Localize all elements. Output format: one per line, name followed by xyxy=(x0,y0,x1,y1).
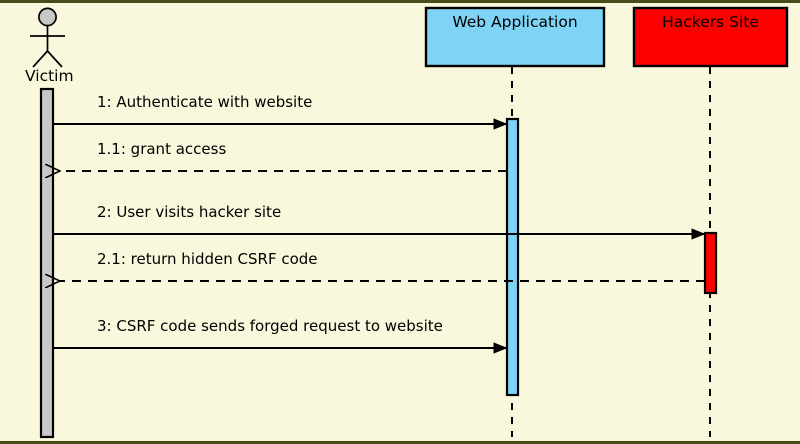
activation-bar-hackers-site xyxy=(703,231,718,295)
participant-box-web-application[interactable] xyxy=(424,6,606,68)
activation-bar-web-application xyxy=(505,117,520,397)
message-label-2-1: 2.1: return hidden CSRF code xyxy=(97,250,318,268)
message-label-1: 1: Authenticate with website xyxy=(97,93,313,111)
participant-label-hackers-site: Hackers Site xyxy=(662,13,759,31)
message-label-3: 3: CSRF code sends forged request to web… xyxy=(97,317,443,335)
actor-label-victim: Victim xyxy=(25,67,74,85)
participant-label-web-application: Web Application xyxy=(452,13,578,31)
activation-bar-victim xyxy=(39,87,55,439)
diagram-vector-layer xyxy=(30,6,789,439)
message-label-2: 2: User visits hacker site xyxy=(97,203,282,221)
message-label-1-1: 1.1: grant access xyxy=(97,140,227,158)
actor-victim-icon xyxy=(30,7,65,68)
participant-box-hackers-site[interactable] xyxy=(632,6,789,68)
